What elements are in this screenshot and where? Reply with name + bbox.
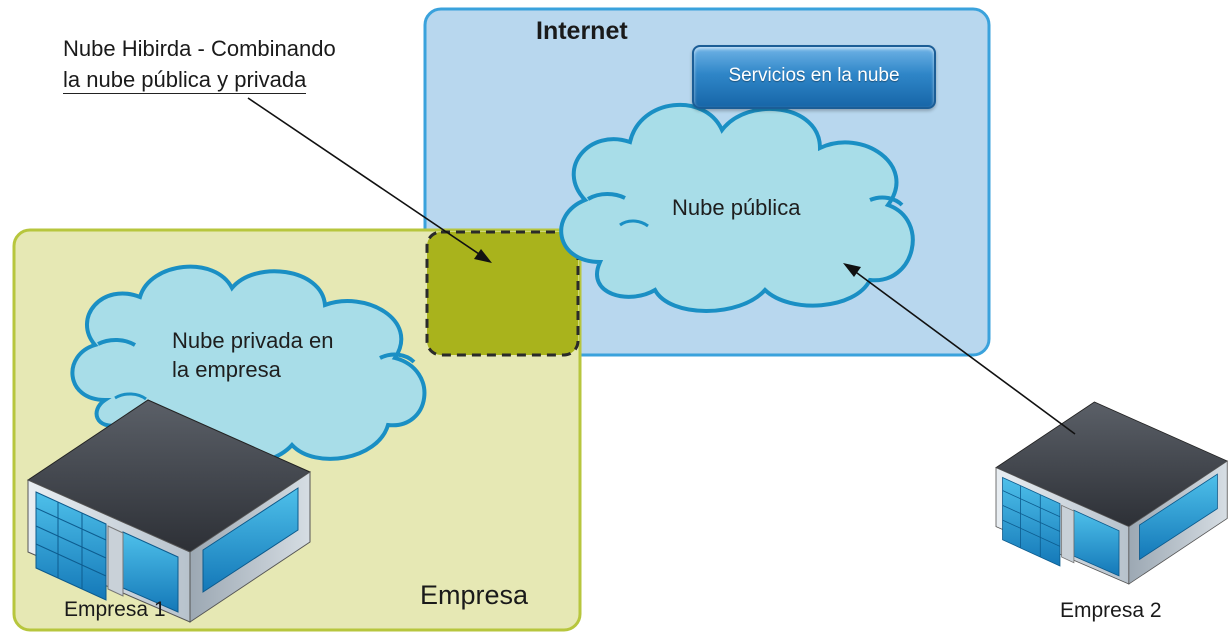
public-cloud-icon	[559, 102, 915, 313]
empresa-2-arrow-icon	[843, 263, 1076, 435]
empresa-1-label: Empresa 1	[64, 598, 166, 621]
hybrid-callout: Nube Hibirda - Combinando la nube públic…	[63, 33, 336, 95]
cloud-services-label: Servicios en la nube	[728, 65, 900, 86]
private-cloud-label: Nube privada en la empresa	[172, 326, 333, 384]
callout-arrow-icon	[247, 97, 492, 263]
hybrid-callout-line2: la nube pública y privada	[63, 67, 307, 94]
private-cloud-label-line1: Nube privada en	[172, 328, 334, 353]
empresa-2-label: Empresa 2	[1060, 599, 1162, 622]
hybrid-overlap	[425, 230, 580, 357]
building-icon-empresa-2	[995, 401, 1229, 585]
building-icon-empresa-1	[26, 399, 312, 623]
public-cloud-label: Nube pública	[672, 195, 801, 220]
internet-title: Internet	[536, 17, 628, 45]
empresa-zone-title: Empresa	[420, 580, 529, 610]
private-cloud-label-line2: la empresa	[172, 357, 281, 382]
hybrid-callout-line1: Nube Hibirda - Combinando	[63, 36, 336, 61]
cloud-services-button[interactable]: Servicios en la nube	[692, 45, 936, 109]
